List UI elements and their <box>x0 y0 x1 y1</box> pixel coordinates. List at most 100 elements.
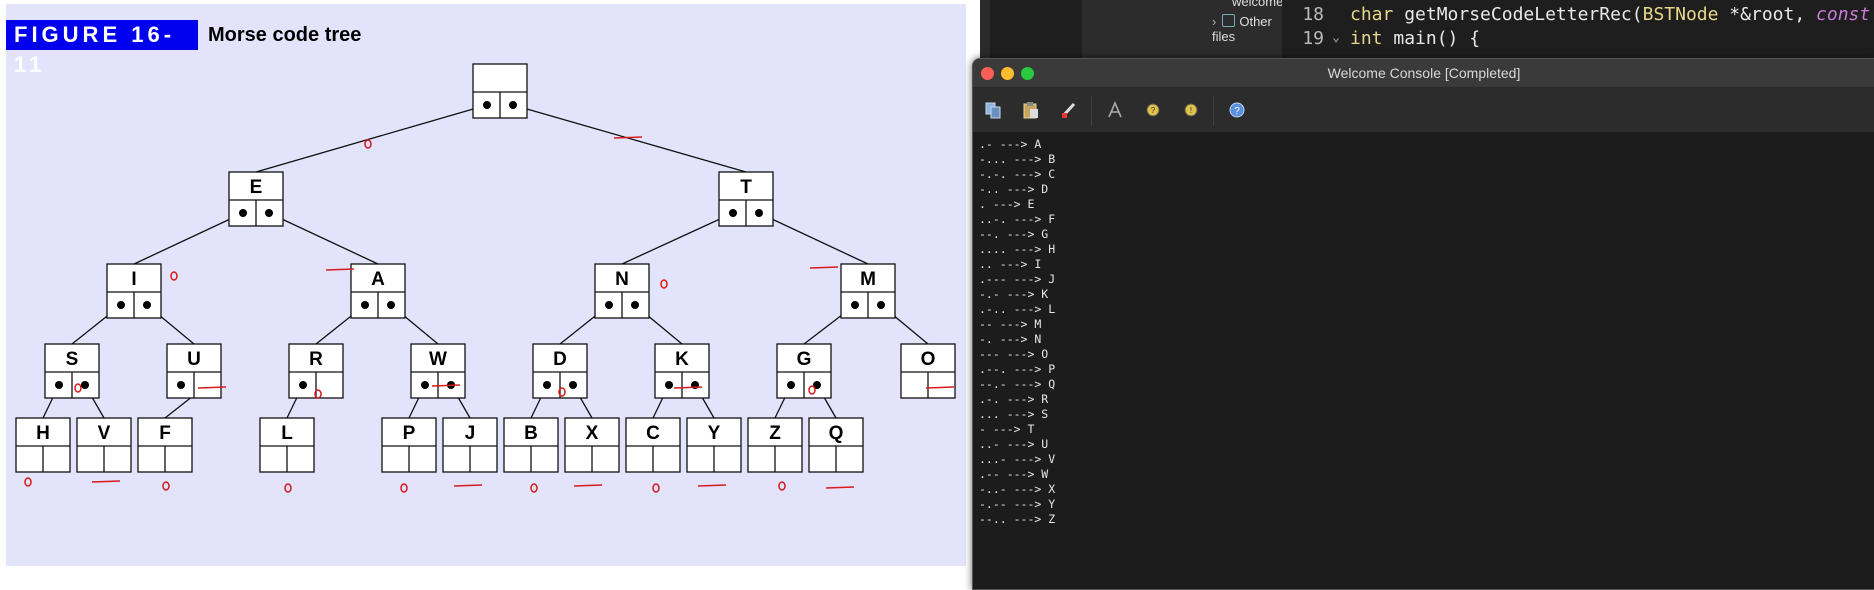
tree-node: I <box>106 263 162 319</box>
annotation-dot <box>400 483 408 493</box>
right-pointer-dot <box>387 301 395 309</box>
annotation-dot <box>558 387 566 397</box>
svg-text:?: ? <box>1151 106 1156 115</box>
toolbar-separator <box>1091 96 1092 126</box>
chevron-right-icon[interactable]: › <box>1212 14 1217 29</box>
tree-node: G <box>776 343 832 399</box>
project-file-item[interactable]: welcome.cpp <box>1232 0 1308 9</box>
tree-node-letter: G <box>797 349 812 370</box>
annotation-dot <box>24 477 32 487</box>
annotation-dot <box>364 139 372 149</box>
tree-node-letter: X <box>586 423 599 444</box>
tree-node: S <box>44 343 100 399</box>
left-pointer-dot <box>117 301 125 309</box>
annotation-dash <box>613 136 643 139</box>
tree-root-node <box>472 63 528 119</box>
tree-node: T <box>718 171 774 227</box>
console-output-line: .-.. ---> L <box>979 302 1056 316</box>
tree-node: P <box>381 417 437 473</box>
console-output-line: -.. ---> D <box>979 182 1049 196</box>
tree-node: B <box>503 417 559 473</box>
tree-node: L <box>259 417 315 473</box>
annotation-dash <box>673 386 703 389</box>
right-pointer-dot <box>569 381 577 389</box>
console-output-line: --- ---> O <box>979 347 1049 361</box>
code-editor[interactable]: char getMorseCodeLetterRec(BSTNode *&roo… <box>1342 0 1874 60</box>
toolbar-separator <box>1213 96 1214 126</box>
tree-node-letter: B <box>524 423 538 444</box>
tree-node-letter: Q <box>829 423 844 444</box>
line-number-gutter: 18 19 ⌄ <box>1282 0 1342 60</box>
tree-node: R <box>288 343 344 399</box>
right-pointer-dot <box>509 101 517 109</box>
annotation-dot <box>74 383 82 393</box>
close-button[interactable] <box>981 67 994 80</box>
tree-node: E <box>228 171 284 227</box>
find-icon[interactable]: ? <box>1143 100 1163 120</box>
help-icon[interactable]: ? <box>1227 100 1247 120</box>
console-titlebar[interactable]: Welcome Console [Completed] <box>973 59 1874 88</box>
console-output-line: -..- ---> X <box>979 482 1056 496</box>
maximize-button[interactable] <box>1021 67 1034 80</box>
tree-node: X <box>564 417 620 473</box>
annotation-dot <box>778 481 786 491</box>
paste-icon[interactable] <box>1021 100 1041 120</box>
tree-node: F <box>137 417 193 473</box>
console-output-line: .- ---> A <box>979 137 1042 151</box>
console-output[interactable]: .- ---> A-... ---> B-.-. ---> C-.. ---> … <box>979 137 1055 527</box>
console-title: Welcome Console [Completed] <box>1327 65 1521 81</box>
console-output-line: --. ---> G <box>979 227 1049 241</box>
code-line: int main() { <box>1350 28 1481 49</box>
svg-text:?: ? <box>1234 106 1240 117</box>
tree-edge <box>268 212 379 265</box>
right-pointer-dot <box>631 301 639 309</box>
line-number: 19 <box>1302 28 1324 49</box>
left-pointer-dot <box>299 381 307 389</box>
annotation-dot <box>284 483 292 493</box>
tree-edge <box>255 104 488 173</box>
minimize-button[interactable] <box>1001 67 1014 80</box>
console-output-line: .. ---> I <box>979 257 1042 271</box>
tree-node-letter: S <box>66 349 79 370</box>
tree-node: M <box>840 263 896 319</box>
ide-side-strip <box>990 0 1084 60</box>
annotation-dash <box>809 266 839 269</box>
left-pointer-dot <box>361 301 369 309</box>
console-output-line: . ---> E <box>979 197 1035 211</box>
annotation-dash <box>925 386 955 389</box>
left-pointer-dot <box>543 381 551 389</box>
tree-node: C <box>625 417 681 473</box>
tree-node-letter: L <box>281 423 293 444</box>
find-next-icon[interactable]: ! <box>1181 100 1201 120</box>
annotation-dash <box>453 484 483 487</box>
annotation-dash <box>825 486 855 489</box>
annotation-dash <box>197 386 227 389</box>
left-pointer-dot <box>787 381 795 389</box>
left-pointer-dot <box>421 381 429 389</box>
tree-node-letter: R <box>309 349 323 370</box>
other-files-label: Other files <box>1212 14 1272 44</box>
copy-icon[interactable] <box>983 100 1003 120</box>
console-toolbar: ? ! ? <box>973 88 1874 133</box>
console-window: Welcome Console [Completed] ? ! ? .- ---… <box>972 58 1874 590</box>
annotation-dot <box>660 279 668 289</box>
right-pointer-dot <box>755 209 763 217</box>
clear-icon[interactable] <box>1059 100 1079 120</box>
console-output-line: --.- ---> Q <box>979 377 1056 391</box>
console-output-line: --.. ---> Z <box>979 512 1056 526</box>
tree-node: Q <box>808 417 864 473</box>
font-icon[interactable] <box>1105 100 1125 120</box>
tree-node-letter: M <box>860 269 876 290</box>
tree-node-letter: V <box>98 423 111 444</box>
right-pointer-dot <box>813 381 821 389</box>
fold-chevron-icon[interactable]: ⌄ <box>1332 30 1340 45</box>
tree-node: W <box>410 343 466 399</box>
tree-node-letter: Y <box>708 423 721 444</box>
left-pointer-dot <box>665 381 673 389</box>
annotation-dash <box>91 480 121 483</box>
project-other-files-item[interactable]: ›Other files <box>1212 14 1282 44</box>
tree-node-letter: F <box>159 423 171 444</box>
console-output-line: -- ---> M <box>979 317 1042 331</box>
